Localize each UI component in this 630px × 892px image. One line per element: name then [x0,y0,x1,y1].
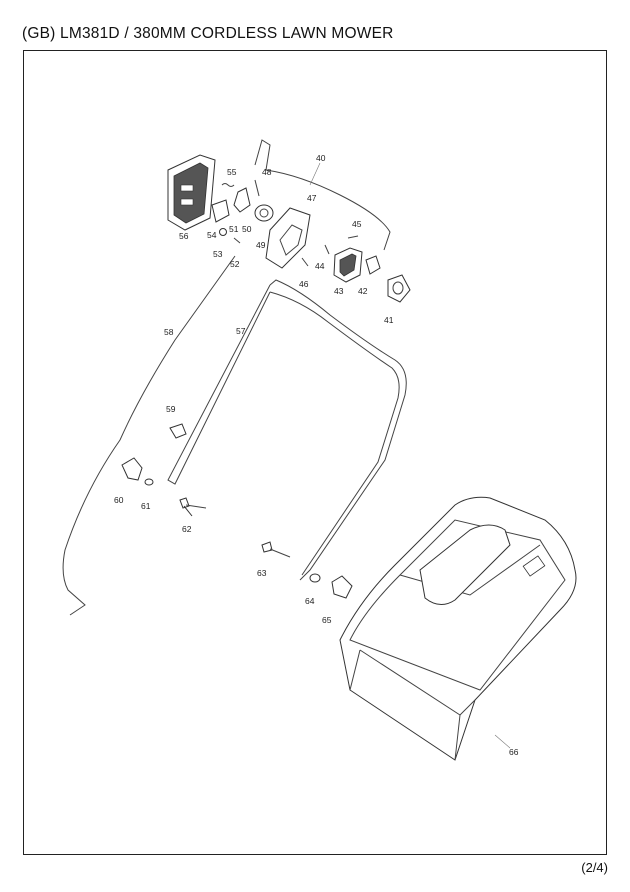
part-63-bolt [261,541,273,553]
part-48-screw [254,179,260,197]
label-51: 51 [229,224,239,234]
page-number: (2/4) [581,860,608,875]
label-62: 62 [182,524,192,534]
label-46: 46 [299,279,309,289]
label-56: 56 [179,231,189,241]
label-52: 52 [230,259,240,269]
part-40-cable [254,139,391,251]
diagram-frame [23,50,607,855]
part-41-knob [387,274,411,303]
label-42: 42 [358,286,368,296]
part-62-bolt [179,497,193,517]
part-49-knob [254,204,274,222]
page-title: (GB) LM381D / 380MM CORDLESS LAWN MOWER [22,25,394,42]
label-63: 63 [257,568,267,578]
part-57-handle [167,279,407,581]
part-66-grass-box [339,496,577,761]
label-44: 44 [315,261,325,271]
part-58-rod [62,255,236,616]
label-45: 45 [352,219,362,229]
part-59-bracket [169,423,187,439]
part-42-clip [365,255,381,275]
label-54: 54 [207,230,217,240]
part-61-washer [144,478,154,486]
label-65: 65 [322,615,332,625]
part-53-screw [233,237,241,244]
part-54-nut [219,228,227,236]
part-55-spring [221,183,235,187]
part-43-block [333,247,363,283]
label-49: 49 [256,240,266,250]
label-48: 48 [262,167,272,177]
part-51-lever [233,187,251,213]
part-46-screw [301,257,309,267]
label-53: 53 [213,249,223,259]
part-47-cover [265,207,311,269]
label-64: 64 [305,596,315,606]
part-65-knob [331,575,353,599]
part-50-plate [211,199,230,223]
part-64-washer [309,573,321,583]
part-56-switch-housing [167,154,216,231]
label-57: 57 [236,326,246,336]
label-47: 47 [307,193,317,203]
label-66: 66 [509,747,519,757]
label-58: 58 [164,327,174,337]
label-60: 60 [114,495,124,505]
label-59: 59 [166,404,176,414]
label-61: 61 [141,501,151,511]
label-55: 55 [227,167,237,177]
part-44-screw [324,244,330,255]
label-40: 40 [316,153,326,163]
label-50: 50 [242,224,252,234]
part-45-pin [347,235,359,239]
label-43: 43 [334,286,344,296]
label-41: 41 [384,315,394,325]
part-60-knob [121,457,143,481]
